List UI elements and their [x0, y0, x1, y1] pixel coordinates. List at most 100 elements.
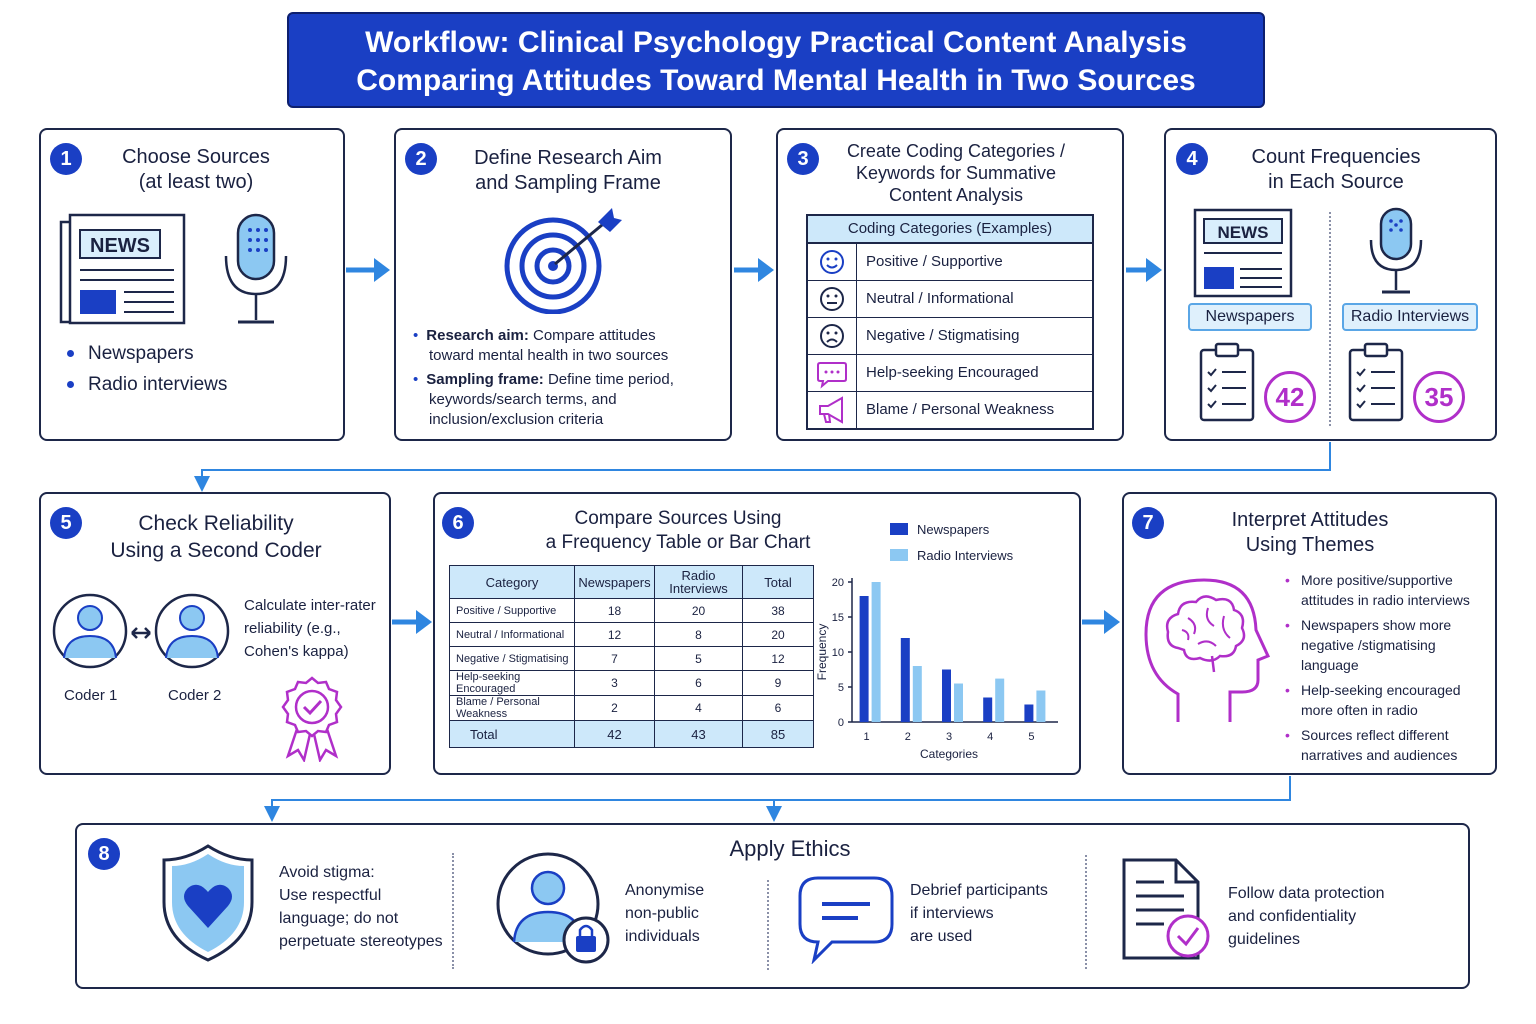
legend-swatch [890, 549, 908, 561]
step-6-number: 6 [442, 507, 474, 539]
heart-shield-icon [162, 844, 254, 962]
x-tick-label: 2 [905, 731, 911, 743]
radio-count: 35 [1413, 371, 1465, 423]
reliability-text-line-2: reliability (e.g., [244, 620, 341, 637]
coding-row: Neutral / Informational [808, 281, 1092, 318]
step-3-title-line-1: Create Coding Categories / [846, 141, 1066, 161]
bar-newspapers-2 [900, 638, 910, 722]
source-radio-label: Radio Interviews [1342, 303, 1478, 331]
clipboard-icon [1348, 342, 1404, 422]
frown-icon [820, 324, 844, 348]
y-tick-label: 20 [832, 577, 844, 589]
step-7-number: 7 [1132, 507, 1164, 539]
clipboard-icon [1199, 342, 1255, 422]
x-axis-label: Categories [920, 747, 978, 761]
step-3-card [776, 128, 1124, 441]
y-tick-label: 10 [832, 647, 844, 659]
table-header: Newspapers [574, 565, 655, 599]
step-6-title: Compare Sources Using a Frequency Table … [520, 507, 836, 555]
microphone-icon [224, 213, 288, 324]
step-5-number: 5 [50, 507, 82, 539]
coding-label: Blame / Personal Weakness [866, 401, 1055, 418]
step-2-title-line-2: and Sampling Frame [475, 172, 661, 194]
source-divider [1329, 212, 1331, 426]
megaphone-icon [819, 396, 843, 424]
coding-row: Help-seeking Encouraged [808, 355, 1092, 392]
neutral-face-icon [820, 287, 844, 311]
table-header: Total [742, 565, 814, 599]
step-7-card [1122, 492, 1497, 775]
arrow-5-6 [392, 610, 432, 634]
sampling-frame-label: Sampling frame: [426, 371, 544, 388]
smile-icon [820, 250, 844, 274]
arrow-1-2 [346, 258, 390, 282]
sampling-frame-text: Define time period, [547, 371, 674, 388]
coding-label: Negative / Stigmatising [866, 327, 1020, 344]
user-lock-icon [496, 852, 610, 964]
step-2-title-line-1: Define Research Aim [474, 147, 662, 169]
step-5-title-line-2: Using a Second Coder [110, 539, 322, 562]
y-axis-label: Frequency [815, 624, 829, 681]
step-8-title: Apply Ethics [729, 836, 851, 861]
research-aim-text: Compare attitudes [533, 327, 656, 344]
step-2-title: Define Research Aim and Sampling Frame [440, 146, 696, 196]
step-7-title-line-2: Using Themes [1245, 534, 1375, 556]
research-aim-label: Research aim: [426, 327, 529, 344]
ethics-divider [452, 853, 454, 969]
coder-1-label: Coder 1 [64, 687, 118, 704]
step-1-title-line-1: Choose Sources [122, 146, 270, 168]
step-1-bullet-radio: Radio interviews [67, 374, 227, 396]
title-line-2: Comparing Attitudes Toward Mental Health… [356, 64, 1196, 97]
workflow-title: Workflow: Clinical Psychology Practical … [287, 12, 1265, 108]
bar-newspapers-5 [1024, 704, 1034, 722]
bar-radio-3 [954, 683, 963, 722]
legend-swatch [890, 523, 908, 535]
step-3-number: 3 [787, 143, 819, 175]
reliability-text-line-3: Cohen's kappa) [244, 643, 349, 660]
legend-label: Radio Interviews [917, 548, 1014, 563]
step-1-bullet-newspapers: Newspapers [67, 343, 194, 365]
step-3-title-line-2: Keywords for Summative [855, 163, 1057, 183]
research-aim-bullet: •Research aim: Compare attitudes [413, 327, 656, 344]
step-8-number: 8 [88, 838, 120, 870]
ethics-divider [767, 880, 769, 970]
coding-row: Positive / Supportive [808, 244, 1092, 281]
arrow-3-4 [1126, 258, 1162, 282]
research-aim-text-2: toward mental health in two sources [429, 347, 669, 364]
brain-head-icon [1144, 578, 1271, 722]
sampling-frame-bullet: •Sampling frame: Define time period, [413, 371, 674, 388]
y-tick-label: 15 [832, 612, 844, 624]
arrow-6-7 [1082, 610, 1120, 634]
step-7-title-line-1: Interpret Attitudes [1231, 509, 1389, 531]
step-2-card [394, 128, 732, 441]
coding-label: Neutral / Informational [866, 290, 1014, 307]
connector-7-8 [264, 776, 1291, 822]
newspaper-icon: NEWS [1193, 208, 1293, 298]
table-header: Radio Interviews [654, 565, 743, 599]
news-label: NEWS [90, 235, 150, 257]
bar-radio-2 [912, 666, 922, 722]
step-8-card [75, 823, 1470, 989]
step-3-title: Create Coding Categories / Keywords for … [824, 140, 1088, 206]
coders-icon [52, 593, 230, 669]
bar-radio-5 [1036, 690, 1046, 722]
x-tick-label: 1 [864, 731, 870, 743]
x-tick-label: 5 [1028, 731, 1034, 743]
step-6-title-line-1: Compare Sources Using [574, 508, 782, 529]
arrow-2-3 [734, 258, 774, 282]
microphone-icon [1369, 207, 1423, 294]
coding-row: Blame / Personal Weakness [808, 392, 1092, 428]
news-label: NEWS [1218, 223, 1269, 242]
bar-newspapers-3 [942, 669, 951, 722]
